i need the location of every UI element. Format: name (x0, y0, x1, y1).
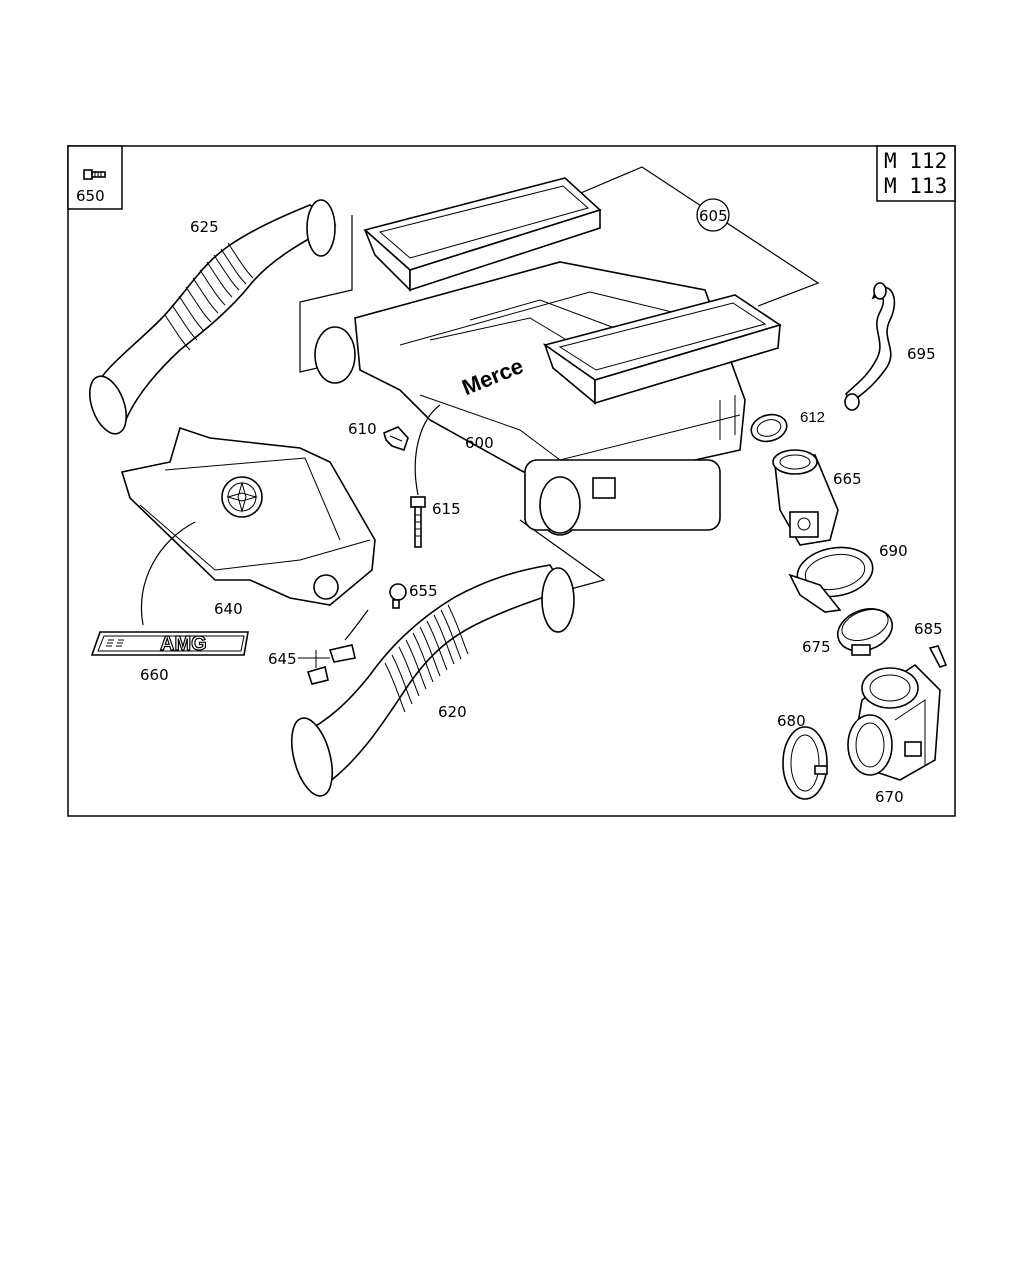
amg-emblem-text: AMG (160, 633, 207, 655)
clip-645 (300, 644, 356, 685)
callout-645: 645 (268, 650, 297, 668)
callout-620: 620 (438, 703, 467, 721)
callout-675: 675 (802, 638, 831, 656)
ring-680 (782, 726, 828, 800)
ring-675 (837, 608, 893, 656)
intake-hose-620 (290, 564, 575, 797)
callout-605: 605 (699, 207, 728, 225)
callout-605-circle (696, 198, 730, 232)
callout-650: 650 (76, 187, 105, 205)
callout-690: 690 (879, 542, 908, 560)
hose-clamp-690 (788, 546, 874, 613)
leader-655 (344, 609, 369, 641)
callout-615: 615 (432, 500, 461, 518)
air-filter-housing-600: Merce (314, 261, 746, 536)
bolt-615 (410, 404, 441, 548)
filter-element-605-a (363, 177, 602, 292)
callout-625: 625 (190, 218, 219, 236)
callout-612: 612 (800, 409, 825, 426)
filter-element-605-b (543, 294, 782, 405)
bolt-650-icon (83, 169, 106, 180)
callout-660: 660 (140, 666, 169, 684)
intake-hose-625 (88, 199, 337, 435)
clip-655 (389, 583, 407, 609)
callout-685: 685 (914, 620, 943, 638)
callout-655: 655 (409, 582, 438, 600)
clip-610 (383, 426, 409, 452)
callout-665: 665 (833, 470, 862, 488)
inset-box-650: 650 (67, 145, 123, 210)
throttle-housing-670 (847, 663, 941, 781)
model-line-2: M 113 (884, 174, 947, 198)
callout-610: 610 (348, 420, 377, 438)
callout-670: 670 (875, 788, 904, 806)
callout-680: 680 (777, 712, 806, 730)
air-mass-sensor-665 (772, 449, 839, 546)
model-box: M 112 M 113 (876, 145, 956, 202)
callout-600: 600 (465, 434, 494, 452)
engine-cover-640 (120, 426, 376, 626)
small-hose-695 (844, 282, 896, 411)
amg-emblem-660: AMG (90, 631, 249, 656)
callout-640: 640 (214, 600, 243, 618)
seal-ring-612 (750, 413, 788, 443)
model-line-1: M 112 (884, 149, 947, 173)
clip-685 (928, 645, 948, 668)
diagram-frame (67, 145, 956, 817)
callout-695: 695 (907, 345, 936, 363)
